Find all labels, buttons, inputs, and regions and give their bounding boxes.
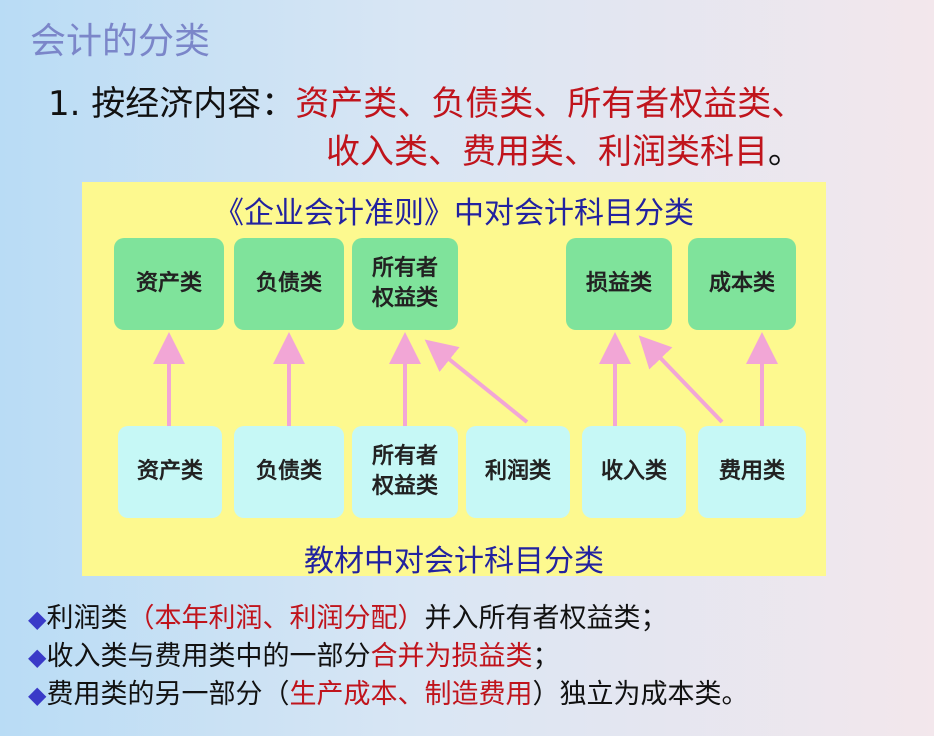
classification-diagram: 《企业会计准则》中对会计科目分类 资产类 负债类 所有者 权益类 损益类 成本类… <box>82 182 826 579</box>
standard-classification-label: 《企业会计准则》中对会计科目分类 <box>214 196 694 231</box>
note-item: ◆收入类与费用类中的一部分合并为损益类； <box>28 638 748 676</box>
note-text: 费用类的另一部分（ <box>46 679 290 710</box>
bottom-box-profit: 利润类 <box>466 426 570 518</box>
arrow-expense-to-pl <box>638 335 724 424</box>
top-box-profit-loss: 损益类 <box>566 238 672 330</box>
textbook-classification-label: 教材中对会计科目分类 <box>304 544 604 579</box>
point-categories-2: 收入类、费用类、利润类科目 <box>326 132 768 172</box>
diamond-bullet-icon: ◆ <box>28 605 47 633</box>
top-box-asset: 资产类 <box>114 238 224 330</box>
note-item: ◆利润类（本年利润、利润分配）并入所有者权益类； <box>28 600 748 638</box>
note-text: ）独立为成本类。 <box>532 679 749 710</box>
diamond-bullet-icon: ◆ <box>28 681 47 709</box>
note-highlight: 生产成本、制造费用 <box>289 679 533 710</box>
notes-list: ◆利润类（本年利润、利润分配）并入所有者权益类； ◆收入类与费用类中的一部分合并… <box>28 600 748 714</box>
note-item: ◆费用类的另一部分（生产成本、制造费用）独立为成本类。 <box>28 676 748 714</box>
bottom-box-asset: 资产类 <box>118 426 222 518</box>
bottom-box-liability: 负债类 <box>234 426 344 518</box>
top-box-liability: 负债类 <box>234 238 344 330</box>
point-end: 。 <box>768 132 802 172</box>
bottom-box-expense: 费用类 <box>698 426 806 518</box>
note-text: 利润类 <box>46 603 128 634</box>
note-text: 并入所有者权益类； <box>424 603 668 634</box>
bottom-box-revenue: 收入类 <box>582 426 686 518</box>
bottom-box-equity: 所有者 权益类 <box>352 426 458 518</box>
note-text: 收入类与费用类中的一部分 <box>46 641 371 672</box>
point-categories-1: 资产类、负债类、所有者权益类、 <box>295 84 806 124</box>
arrow-profit-to-equity <box>424 339 529 424</box>
arrows-layer <box>153 332 778 427</box>
top-box-equity: 所有者 权益类 <box>352 238 458 330</box>
page-title: 会计的分类 <box>30 21 211 62</box>
diamond-bullet-icon: ◆ <box>28 643 47 671</box>
note-highlight: （本年利润、利润分配） <box>127 603 425 634</box>
point-prefix: 1. 按经济内容： <box>48 84 296 124</box>
classification-point-1: 1. 按经济内容：资产类、负债类、所有者权益类、 <box>48 76 805 125</box>
note-highlight: 合并为损益类 <box>370 641 533 672</box>
top-box-cost: 成本类 <box>688 238 796 330</box>
note-text: ； <box>532 641 560 672</box>
classification-point-1-cont: 收入类、费用类、利润类科目。 <box>326 124 802 173</box>
